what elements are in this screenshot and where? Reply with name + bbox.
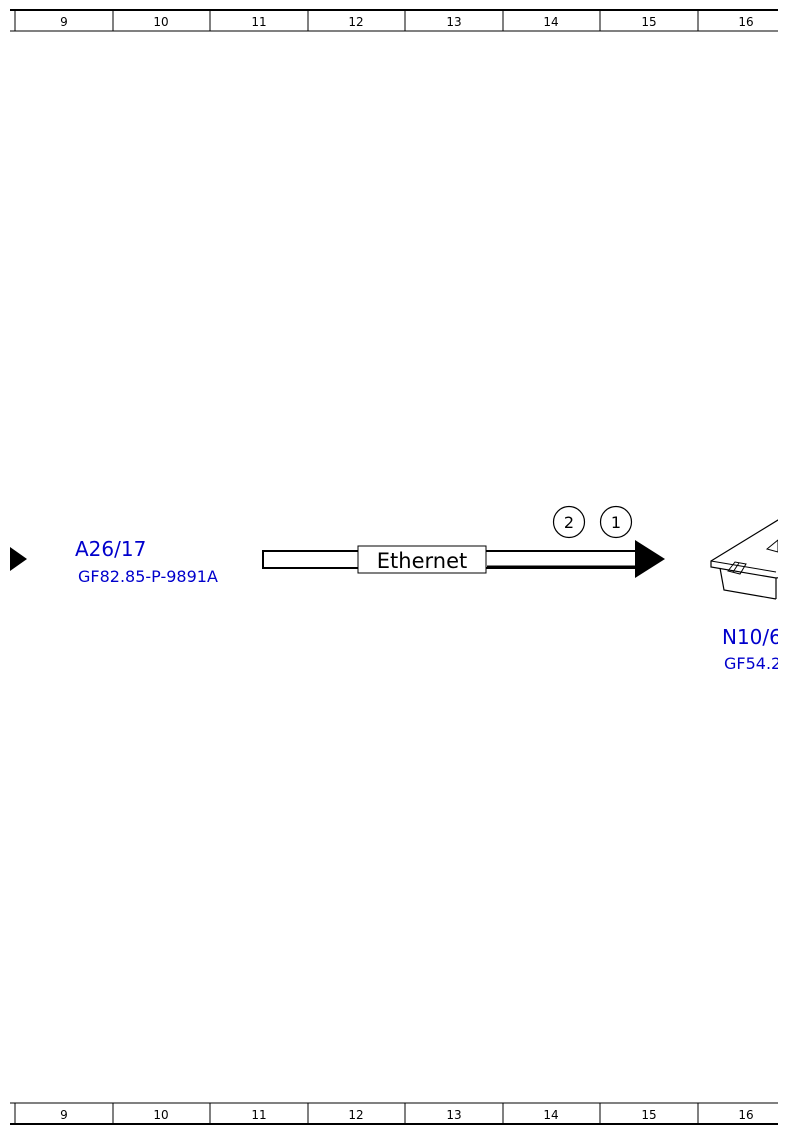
component-a26-17-link[interactable]: A26/17 xyxy=(75,537,146,561)
ruler-col-13: 13 xyxy=(446,15,461,29)
control-unit-drawing-icon xyxy=(710,519,778,600)
ruler-bottom-col-16: 16 xyxy=(738,1108,753,1122)
ruler-col-15: 15 xyxy=(641,15,656,29)
marker-circle-1 xyxy=(599,505,633,539)
marker-circle-2 xyxy=(552,505,586,539)
ruler-bottom-col-13: 13 xyxy=(446,1108,461,1122)
marker-label-1: 1 xyxy=(611,513,621,532)
ruler-bottom-col-9: 9 xyxy=(60,1108,68,1122)
marker-label-2: 2 xyxy=(564,513,574,532)
ethernet-label: Ethernet xyxy=(377,549,467,573)
ruler-bottom-col-15: 15 xyxy=(641,1108,656,1122)
ruler-bottom-col-12: 12 xyxy=(348,1108,363,1122)
ruler-col-16: 16 xyxy=(738,15,753,29)
ruler-col-10: 10 xyxy=(153,15,168,29)
ruler-col-14: 14 xyxy=(543,15,558,29)
component-n10-6-link[interactable]: N10/6 xyxy=(722,625,782,649)
bottom-ruler: 9 10 11 12 13 14 15 16 xyxy=(10,1102,778,1125)
ruler-bottom-col-10: 10 xyxy=(153,1108,168,1122)
ruler-bottom-col-11: 11 xyxy=(251,1108,266,1122)
ruler-col-9: 9 xyxy=(60,15,68,29)
ruler-col-12: 12 xyxy=(348,15,363,29)
connector-arrow-icon xyxy=(10,547,27,571)
component-n10-6-doc-link[interactable]: GF54.21 xyxy=(724,654,787,673)
ruler-col-11: 11 xyxy=(251,15,266,29)
ethernet-label-box xyxy=(357,545,487,574)
ruler-bottom-col-14: 14 xyxy=(543,1108,558,1122)
top-ruler: 9 10 11 12 13 14 15 16 xyxy=(10,9,778,32)
component-a26-17-doc-link[interactable]: GF82.85-P-9891A xyxy=(78,567,218,586)
